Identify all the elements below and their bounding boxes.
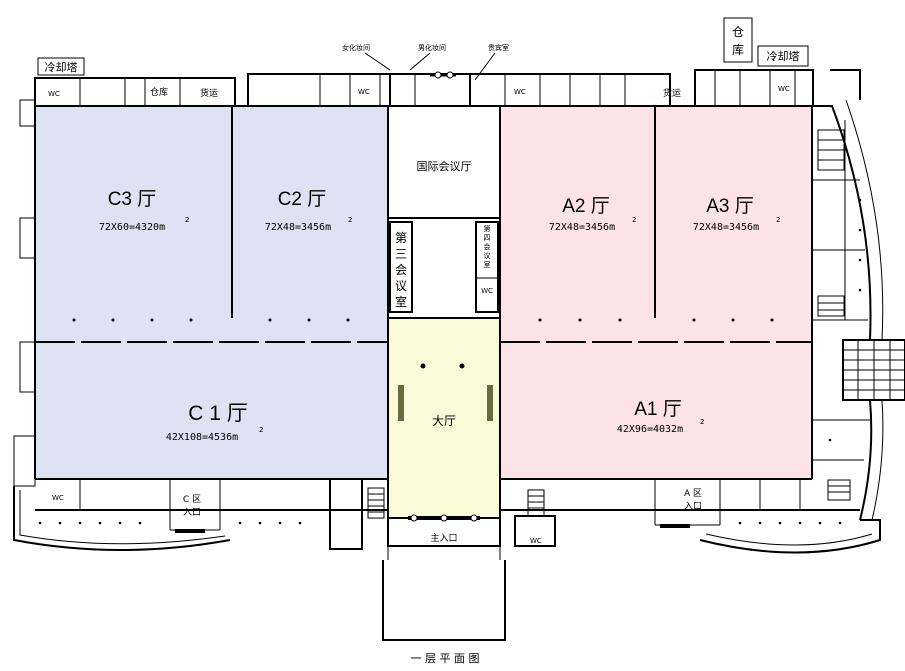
freight-right-label: 货运 <box>663 87 681 99</box>
svg-text:第: 第 <box>395 231 407 245</box>
hall-c1-area-sup: 2 <box>259 426 263 434</box>
hall-c3-area-sup: 2 <box>185 216 189 224</box>
warehouse-big-label-1: 仓 <box>732 25 744 39</box>
interior-partitions <box>35 70 851 531</box>
male-dressing-label: 男化妆间 <box>418 43 446 52</box>
svg-text:第: 第 <box>484 224 491 233</box>
cooling-tower-left-label: 冷却塔 <box>45 61 78 74</box>
svg-text:室: 室 <box>484 260 491 269</box>
freight-left-label: 货运 <box>200 87 218 99</box>
right-stair-treads <box>843 340 905 400</box>
hall-c3-name: C3 厅 <box>108 189 157 210</box>
hall-a3-area: 72X48=3456m <box>693 222 759 233</box>
cooling-tower-right-label: 冷却塔 <box>767 50 800 63</box>
female-dressing-label: 女化妆间 <box>342 43 370 52</box>
wc-bottom-right: WC <box>530 537 542 545</box>
svg-text:四: 四 <box>484 234 491 242</box>
warehouse-big-label-2: 库 <box>732 42 744 57</box>
fourth-conference-label: 第 四 会 议 室 <box>484 224 491 269</box>
svg-text:三: 三 <box>395 247 407 261</box>
lobby-label: 大厅 <box>432 414 456 428</box>
a-entrance-label-2: 入口 <box>684 501 702 512</box>
hall-c2-area: 72X48=3456m <box>265 222 331 233</box>
c-entrance-label-1: C 区 <box>183 494 201 505</box>
svg-text:室: 室 <box>395 294 407 309</box>
plan-caption: 一 层 平 面 图 <box>411 652 480 665</box>
hall-a1-name: A1 厅 <box>634 399 682 420</box>
fourth-conference-wc: WC <box>481 287 493 295</box>
hall-a2-area: 72X48=3456m <box>549 222 615 233</box>
hall-c1-name: C 1 厅 <box>188 402 248 425</box>
wc-top-left-2: WC <box>358 88 370 96</box>
lobby-fixtures <box>398 363 493 421</box>
c-entrance-label-2: 入口 <box>183 507 201 518</box>
hall-a1-area-sup: 2 <box>700 418 704 426</box>
column-grid-dots <box>38 198 862 525</box>
hall-c3-area: 72X60=4320m <box>99 222 165 233</box>
hall-c1-area: 42X108=4536m <box>166 432 238 443</box>
hall-a1-area: 42X96=4032m <box>617 424 683 435</box>
wc-bottom-left: WC <box>52 494 64 502</box>
wc-top-right-1: WC <box>514 88 526 96</box>
hall-a3-name: A3 厅 <box>706 196 754 217</box>
svg-text:会: 会 <box>484 242 491 251</box>
hall-a3-area-sup: 2 <box>776 216 780 224</box>
vip-room-label: 贵宾室 <box>488 43 509 52</box>
third-conference-label: 第 三 会 议 室 <box>395 231 407 309</box>
hall-c2-name: C2 厅 <box>278 189 327 210</box>
wc-top-right-2: WC <box>778 85 790 93</box>
wc-top-left-1: WC <box>48 90 60 98</box>
intl-conference-label: 国际会议厅 <box>417 160 472 173</box>
lobby-fill <box>388 318 500 518</box>
hall-a2-area-sup: 2 <box>632 216 636 224</box>
hall-a2-name: A2 厅 <box>562 196 610 217</box>
c-zone-fill <box>35 106 388 479</box>
svg-text:会: 会 <box>395 263 407 277</box>
main-entrance-doors <box>175 71 690 533</box>
svg-text:议: 议 <box>395 279 407 293</box>
a-entrance-label-1: A 区 <box>684 488 702 499</box>
svg-text:议: 议 <box>484 252 491 260</box>
hall-c2-area-sup: 2 <box>348 216 352 224</box>
main-entrance-label: 主入口 <box>430 532 457 544</box>
warehouse-small-label: 仓库 <box>150 86 168 98</box>
